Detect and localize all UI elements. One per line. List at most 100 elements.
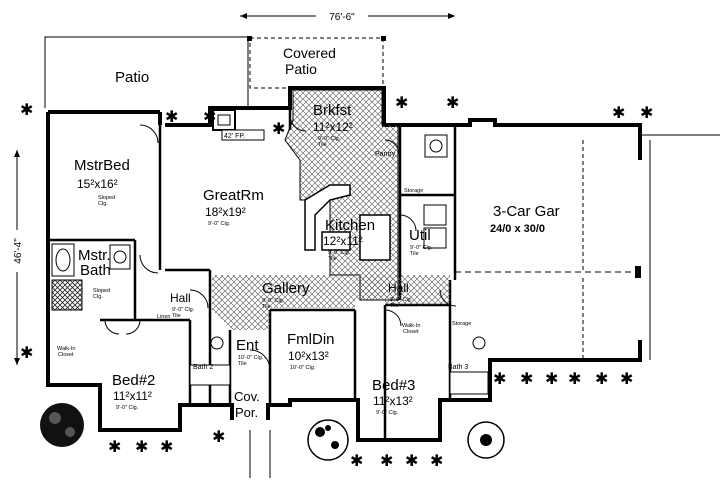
svg-text:✱: ✱	[203, 107, 216, 126]
fireplace-label: 42' FP.	[224, 133, 245, 140]
svg-text:✱: ✱	[405, 451, 418, 470]
hall-left-note-1: 9'-0" Clg.	[172, 307, 195, 313]
brkfst-size: 11²x12²	[313, 120, 353, 134]
kitchen-note-2: Tile	[328, 256, 337, 262]
gallery-tile	[212, 275, 450, 330]
bed2-label: Bed#2	[112, 372, 155, 389]
bed3-note: 9'-0" Clg.	[376, 410, 399, 416]
svg-text:✱: ✱	[620, 369, 633, 388]
bed3-size: 11²x13²	[373, 394, 413, 408]
mstr-bath-label-1: Mstr.	[78, 247, 111, 264]
storage-lower-label: Storage	[452, 321, 471, 327]
hall-left-note-2: Tile	[172, 313, 181, 319]
patio-outline	[44, 36, 249, 108]
gallery-note-2: Tile	[262, 304, 271, 310]
exterior-walls	[46, 86, 642, 442]
pantry-label: Pantry	[375, 151, 396, 158]
master-shower-tile	[51, 279, 83, 311]
kitchen-label: Kitchen	[325, 217, 375, 234]
hall-right-note-2: Tile	[390, 303, 399, 309]
patio-label: Patio	[115, 69, 149, 86]
svg-text:✱: ✱	[350, 451, 363, 470]
svg-text:✱: ✱	[380, 451, 393, 470]
walk-in-closet-left-1: Walk-In	[57, 346, 75, 352]
svg-text:✱: ✱	[640, 103, 653, 122]
walk-in-closet-right-2: Closet	[403, 329, 419, 335]
fml-din-label: FmlDin	[287, 331, 335, 348]
svg-text:✱: ✱	[430, 451, 443, 470]
covered-patio-label-1: Covered	[283, 45, 336, 61]
svg-text:✱: ✱	[612, 103, 625, 122]
walk-in-closet-right-1: Walk-In	[402, 323, 420, 329]
great-rm-note: 9'-0" Clg.	[208, 221, 231, 227]
bath-fixtures	[51, 134, 489, 395]
mstr-bed-label: MstrBed	[74, 157, 130, 174]
small-plants: ✱ ✱ ✱ ✱ ✱ ✱ ✱ ✱ ✱ ✱ ✱ ✱ ✱ ✱ ✱ ✱ ✱ ✱ ✱ ✱ ✱ ✱ ✱	[20, 93, 653, 470]
bed2-size: 11²x11²	[113, 389, 152, 403]
svg-text:✱: ✱	[135, 437, 148, 456]
great-rm-label: GreatRm	[203, 187, 264, 204]
brkfst-note-2: Tile	[318, 142, 327, 148]
landscape-shrubs	[40, 403, 505, 461]
depth-dimension-label: 46'-4"	[13, 238, 24, 264]
cov-por-label-1: Cov.	[234, 389, 260, 404]
bath3-label: Bath 3	[448, 364, 468, 371]
svg-text:✱: ✱	[595, 369, 608, 388]
width-dimension: 76'-6"	[240, 8, 455, 24]
bed2-note: 9'-0" Clg.	[116, 405, 139, 411]
mstr-bath-label-2: Bath	[80, 262, 111, 279]
hall-right-note-1: 9'-0" Clg.	[390, 297, 413, 303]
hall-right-label: Hall	[388, 281, 409, 295]
ent-note-1: 10'-0" Clg.	[238, 355, 264, 361]
fml-din-note: 10'-0" Clg.	[290, 365, 316, 371]
garage-doors	[455, 134, 720, 360]
svg-text:✱: ✱	[20, 100, 33, 119]
svg-text:✱: ✱	[568, 369, 581, 388]
svg-text:✱: ✱	[165, 107, 178, 126]
ent-label: Ent	[236, 337, 259, 354]
mstr-bed-note-1: Sloped	[98, 195, 115, 201]
width-dimension-label: 76'-6"	[329, 12, 355, 23]
svg-text:✱: ✱	[272, 119, 285, 138]
svg-text:✱: ✱	[520, 369, 533, 388]
gallery-label: Gallery	[262, 280, 310, 297]
garage-label: 3-Car Gar	[493, 203, 560, 220]
gallery-note-1: 9'-0" Clg.	[262, 298, 285, 304]
svg-text:✱: ✱	[20, 343, 33, 362]
svg-text:✱: ✱	[212, 427, 225, 446]
great-rm-size: 18²x19²	[205, 205, 246, 219]
hall-left-label: Hall	[170, 291, 191, 305]
kitchen-size: 12²x11²	[323, 234, 363, 248]
covered-patio-label-2: Patio	[285, 61, 317, 77]
kitchen-note-1: 9'-0" Clg.	[328, 250, 351, 256]
brkfst-label: Brkfst	[313, 102, 352, 119]
bath2-label: Bath 2	[193, 364, 213, 371]
room-labels: Patio Covered Patio MstrBed 15²x16² Slop…	[57, 45, 560, 420]
svg-text:✱: ✱	[446, 93, 459, 112]
svg-text:✱: ✱	[395, 93, 408, 112]
mstr-bed-size: 15²x16²	[77, 177, 118, 191]
svg-text:✱: ✱	[493, 369, 506, 388]
sloped-clg-note-1: Sloped	[93, 288, 110, 294]
brkfst-note-1: 9'-0" Clg.	[318, 136, 341, 142]
linen-label: Linen	[157, 314, 170, 320]
svg-text:✱: ✱	[108, 437, 121, 456]
fireplace	[212, 109, 265, 141]
cov-por-label-2: Por.	[235, 405, 258, 420]
kitchen-counters	[304, 184, 391, 261]
covered-patio-outline	[249, 37, 384, 89]
util-label: Util	[409, 227, 431, 244]
ent-note-2: Tile	[238, 361, 247, 367]
mstr-bed-note-2: Clg.	[98, 201, 108, 207]
storage-upper-label: Storage	[404, 188, 423, 194]
door-swings	[104, 114, 457, 371]
sloped-clg-note-2: Clg.	[93, 294, 103, 300]
util-note-1: 9'-0" Clg.	[410, 245, 433, 251]
svg-text:✱: ✱	[545, 369, 558, 388]
bed3-label: Bed#3	[372, 377, 415, 394]
garage-size: 24/0 x 30/0	[490, 223, 545, 235]
util-note-2: Tile	[410, 251, 419, 257]
svg-text:✱: ✱	[160, 437, 173, 456]
depth-dimension: 46'-4"	[9, 150, 25, 365]
